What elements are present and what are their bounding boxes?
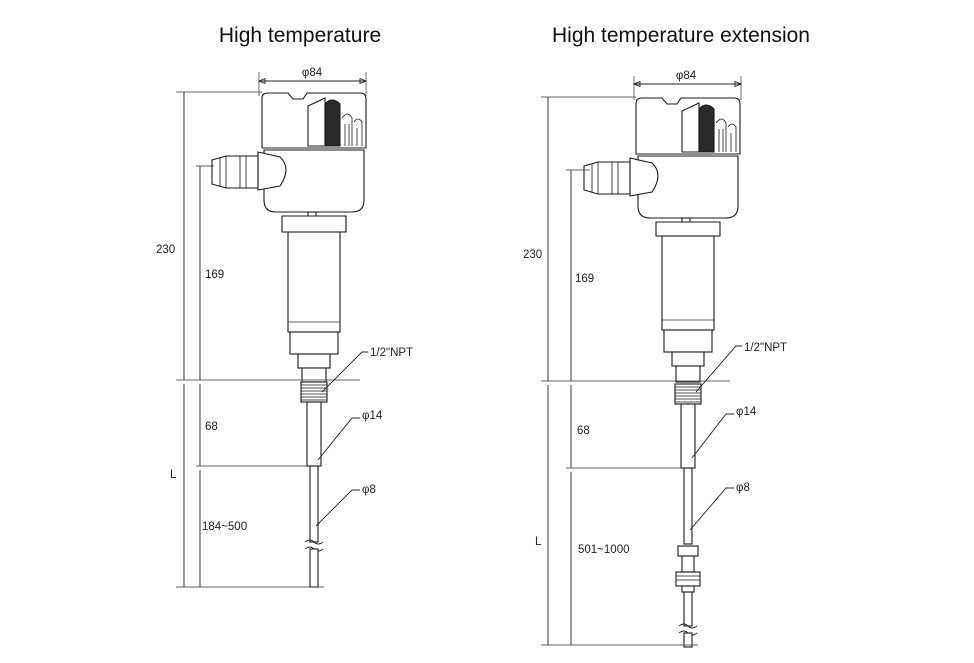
range-label: 501~1000 [578, 544, 630, 556]
lower-height-label: 68 [205, 421, 218, 433]
upper-height-label: 169 [575, 273, 594, 285]
rod-diameter-label: φ8 [362, 484, 376, 496]
pipe-diameter-label: φ14 [736, 406, 757, 418]
extension-neck [281, 215, 347, 383]
total-length-label: L [535, 536, 542, 548]
thread-label: 1/2"NPT [744, 342, 787, 354]
vertical-dimensions: 230 169 68 L 184~500 [156, 91, 360, 588]
overall-height-label: 230 [523, 249, 542, 261]
range-label: 184~500 [202, 521, 247, 533]
width-dimension: φ84 [257, 67, 368, 96]
upper-height-label: 169 [205, 269, 224, 281]
diagram-high-temperature-extension: High temperature extension φ84 [523, 24, 810, 648]
diagram-title: High temperature [219, 24, 381, 47]
leader-annotations: 1/2"NPT φ14 φ8 [689, 342, 787, 531]
vertical-dimensions: 230 169 68 L 501~1000 [523, 96, 730, 646]
overall-height-label: 230 [156, 244, 175, 256]
width-label: φ84 [302, 67, 323, 79]
sensor-housing [583, 97, 741, 227]
rod-diameter-label: φ8 [736, 482, 750, 494]
width-label: φ84 [676, 70, 697, 82]
sensor-housing [211, 92, 367, 221]
pipe-diameter-label: φ14 [362, 410, 383, 422]
width-dimension: φ84 [632, 70, 743, 100]
total-length-label: L [170, 469, 177, 481]
thread-and-pipe [674, 383, 702, 648]
extension-neck [655, 221, 721, 383]
lower-height-label: 68 [577, 425, 590, 437]
thread-and-pipe [300, 381, 328, 588]
diagram-high-temperature: High temperature φ84 [156, 24, 413, 588]
thread-label: 1/2"NPT [370, 347, 413, 359]
leader-annotations: 1/2"NPT φ14 φ8 [315, 347, 413, 527]
diagram-title: High temperature extension [552, 24, 810, 47]
